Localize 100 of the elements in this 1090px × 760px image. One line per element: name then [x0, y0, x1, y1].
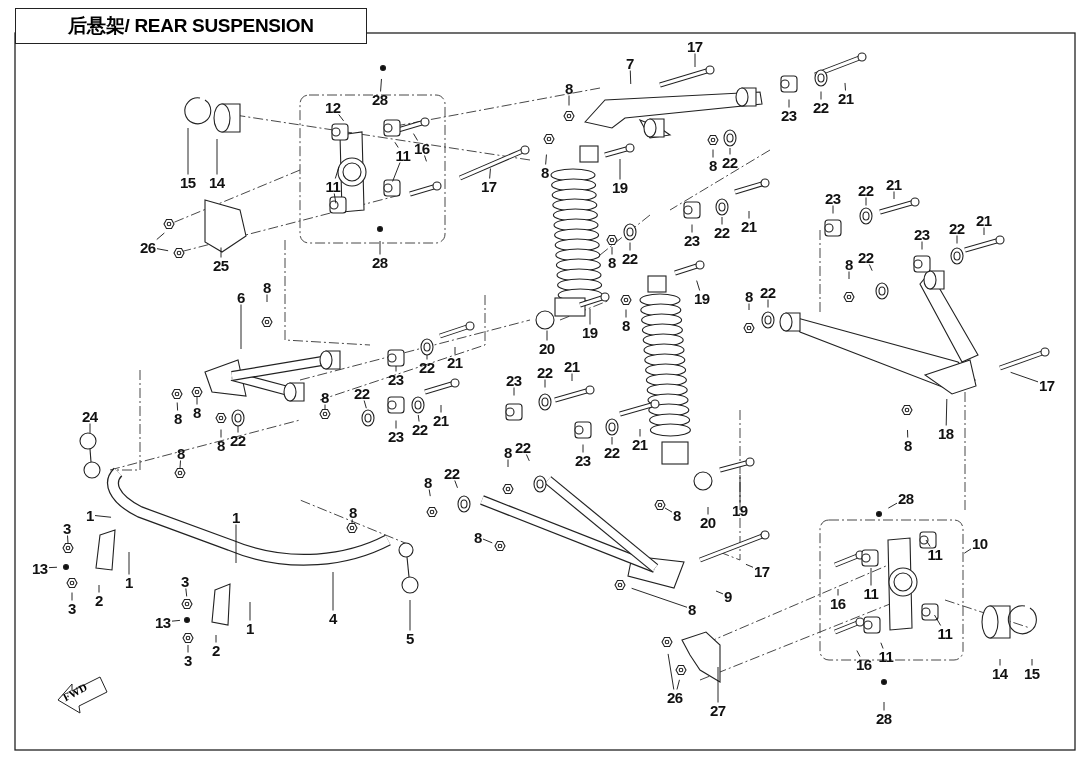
callout-number: 13 [155, 614, 171, 630]
callout-number: 10 [972, 535, 988, 551]
callout-number: 8 [709, 157, 717, 173]
leader-line [767, 299, 769, 308]
callout-number: 20 [539, 340, 555, 356]
callout-number: 22 [714, 224, 730, 240]
leader-line [865, 197, 867, 206]
leader-line [934, 614, 942, 626]
callout-number: 22 [949, 220, 965, 236]
callout-number: 24 [82, 408, 98, 424]
callout-number: 28 [898, 490, 914, 506]
callout-number: 6 [237, 289, 245, 305]
leader-line [582, 444, 584, 453]
callout-number: 22 [622, 250, 638, 266]
callout-number: 17 [1039, 377, 1055, 393]
leader-line [870, 567, 872, 586]
leader-line [409, 599, 411, 631]
callout-number: 21 [447, 354, 463, 370]
callout-number: 17 [754, 563, 770, 579]
leader-line [887, 502, 898, 509]
leader-line [1031, 658, 1033, 666]
callout-number: 22 [515, 439, 531, 455]
callout-number: 23 [825, 190, 841, 206]
leader-line [611, 436, 613, 445]
callout-number: 21 [433, 412, 449, 428]
leader-line [868, 264, 873, 272]
callout-number: 23 [388, 371, 404, 387]
callout-number: 22 [722, 154, 738, 170]
callout-number: 15 [180, 174, 196, 190]
callout-number: 11 [863, 585, 879, 601]
leader-line [546, 330, 548, 341]
callout-number: 21 [564, 358, 580, 374]
callout-number: 3 [68, 600, 76, 616]
leader-line [489, 168, 491, 179]
callout-number: 22 [230, 432, 246, 448]
leader-line [907, 429, 909, 438]
leader-line [426, 354, 428, 360]
leader-line [956, 235, 958, 244]
callout-number: 8 [565, 80, 573, 96]
leader-line [619, 158, 621, 180]
leader-line [71, 592, 73, 601]
callout-number: 21 [741, 218, 757, 234]
leader-line [848, 271, 850, 280]
leader-line [67, 535, 69, 544]
leader-line [454, 346, 456, 355]
leader-line [513, 387, 515, 396]
leader-line [832, 205, 834, 214]
leader-line [351, 519, 353, 524]
leader-line [395, 420, 397, 429]
leader-line [999, 658, 1001, 666]
leader-line [379, 240, 381, 255]
leader-line [240, 304, 242, 350]
leader-line [629, 70, 632, 85]
callout-number: 21 [632, 436, 648, 452]
callout-number: 22 [858, 249, 874, 265]
leader-line [185, 588, 188, 597]
callout-number: 8 [174, 410, 182, 426]
leader-line [745, 563, 754, 568]
callout-number: 8 [263, 279, 271, 295]
leader-line [94, 515, 112, 518]
callout-number: 14 [992, 665, 1008, 681]
callout-number: 16 [830, 595, 846, 611]
callout-number: 22 [412, 421, 428, 437]
callout-number: 8 [474, 529, 482, 545]
callout-number: 16 [856, 656, 872, 672]
leader-line [266, 294, 268, 303]
leader-line [729, 147, 731, 155]
callout-number: 1 [86, 507, 94, 523]
callout-number: 19 [582, 324, 598, 340]
leader-line [428, 489, 431, 497]
leader-line [880, 642, 884, 649]
callout-number: 14 [209, 174, 225, 190]
callout-number: 8 [608, 254, 616, 270]
callout-number: 25 [213, 257, 229, 273]
leader-line [507, 459, 509, 468]
callout-number: 19 [732, 502, 748, 518]
callout-number: 16 [414, 140, 430, 156]
callout-number: 8 [904, 437, 912, 453]
callout-number: 8 [217, 437, 225, 453]
callout-number: 8 [504, 444, 512, 460]
leader-line [820, 91, 822, 100]
leader-line [712, 149, 714, 158]
leader-line [945, 398, 948, 426]
leader-line [639, 428, 641, 437]
callout-number: 23 [914, 226, 930, 242]
diagram-title: 后悬架/ REAR SUSPENSION [15, 8, 367, 44]
callout-number: 26 [667, 689, 683, 705]
callout-number: 22 [760, 284, 776, 300]
leader-line [196, 396, 198, 405]
leader-line [249, 601, 251, 621]
callout-number: 3 [63, 520, 71, 536]
leader-line [424, 155, 427, 162]
callout-number: 8 [424, 474, 432, 490]
leader-line [717, 666, 719, 703]
leader-line [715, 590, 724, 595]
leader-line [739, 474, 741, 503]
callout-number: 2 [95, 592, 103, 608]
leader-line [482, 538, 493, 544]
callout-number: 1 [246, 620, 254, 636]
callout-number: 8 [349, 504, 357, 520]
